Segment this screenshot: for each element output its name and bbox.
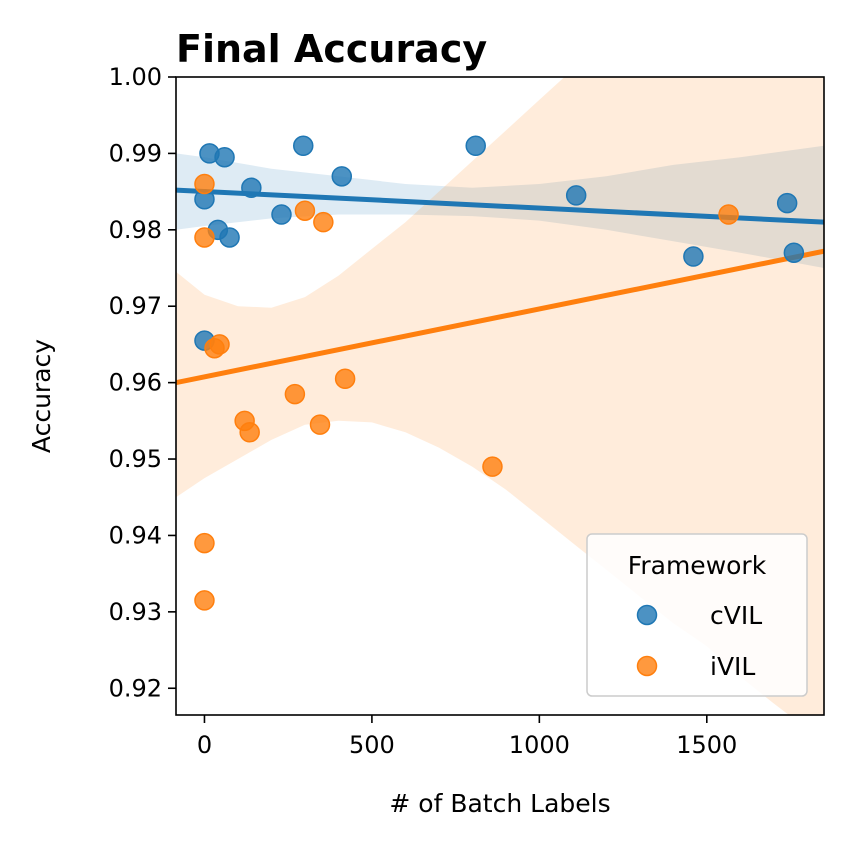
point-cvil bbox=[465, 135, 486, 157]
x-axis: 0 500 1000 1500 bbox=[197, 715, 737, 759]
point-cvil bbox=[293, 135, 314, 157]
point-ivil bbox=[313, 211, 334, 233]
point-cvil bbox=[565, 185, 587, 206]
y-tick-label: 0.92 bbox=[109, 674, 162, 702]
point-ivil bbox=[239, 422, 260, 443]
point-cvil bbox=[783, 242, 805, 263]
point-cvil bbox=[683, 246, 704, 267]
y-tick-label: 0.98 bbox=[109, 216, 162, 244]
x-tick-label: 1500 bbox=[676, 731, 737, 759]
y-tick-label: 0.97 bbox=[109, 292, 162, 320]
y-axis-label: Accuracy bbox=[27, 339, 56, 453]
point-cvil bbox=[219, 227, 240, 248]
x-axis-label: # of Batch Labels bbox=[389, 789, 610, 818]
y-tick-label: 0.94 bbox=[109, 521, 162, 549]
y-tick-label: 0.95 bbox=[109, 445, 162, 473]
fit-line-cvil bbox=[176, 187, 824, 225]
point-ivil bbox=[194, 227, 215, 248]
legend-marker-cvil bbox=[636, 604, 658, 626]
point-cvil bbox=[331, 166, 353, 187]
legend-label-ivil: iVIL bbox=[710, 652, 755, 681]
chart-title: Final Accuracy bbox=[176, 27, 487, 71]
point-ivil bbox=[294, 200, 316, 221]
legend-title: Framework bbox=[628, 551, 767, 580]
legend-label-cvil: cVIL bbox=[710, 601, 762, 630]
legend: Framework cVIL iVIL bbox=[586, 533, 808, 697]
y-tick-label: 0.96 bbox=[109, 369, 162, 397]
fit-line-ivil bbox=[176, 248, 824, 386]
x-tick-label: 0 bbox=[197, 731, 212, 759]
point-ivil bbox=[482, 456, 503, 477]
point-ivil bbox=[718, 204, 739, 225]
x-tick-label: 500 bbox=[349, 731, 395, 759]
point-ivil bbox=[194, 532, 215, 554]
point-cvil bbox=[776, 192, 798, 214]
y-axis: 0.92 0.93 0.94 0.95 0.96 0.97 0.98 0.99 1.00 bbox=[109, 63, 176, 702]
legend-marker-ivil bbox=[636, 655, 658, 677]
regression-lines bbox=[176, 187, 824, 386]
y-tick-label: 0.93 bbox=[109, 598, 162, 626]
y-tick-label: 0.99 bbox=[109, 139, 162, 167]
y-tick-label: 1.00 bbox=[109, 63, 162, 91]
x-tick-label: 1000 bbox=[509, 731, 570, 759]
point-ivil bbox=[309, 414, 331, 435]
data-points bbox=[194, 135, 805, 611]
point-ivil bbox=[334, 368, 356, 390]
plot-frame bbox=[175, 76, 825, 716]
legend-box bbox=[586, 533, 808, 697]
point-ivil bbox=[209, 334, 230, 355]
point-ivil bbox=[194, 173, 215, 195]
point-ivil bbox=[284, 383, 306, 405]
point-cvil bbox=[241, 177, 262, 199]
point-ivil bbox=[194, 590, 215, 611]
point-cvil bbox=[214, 146, 235, 168]
point-cvil bbox=[271, 204, 292, 225]
